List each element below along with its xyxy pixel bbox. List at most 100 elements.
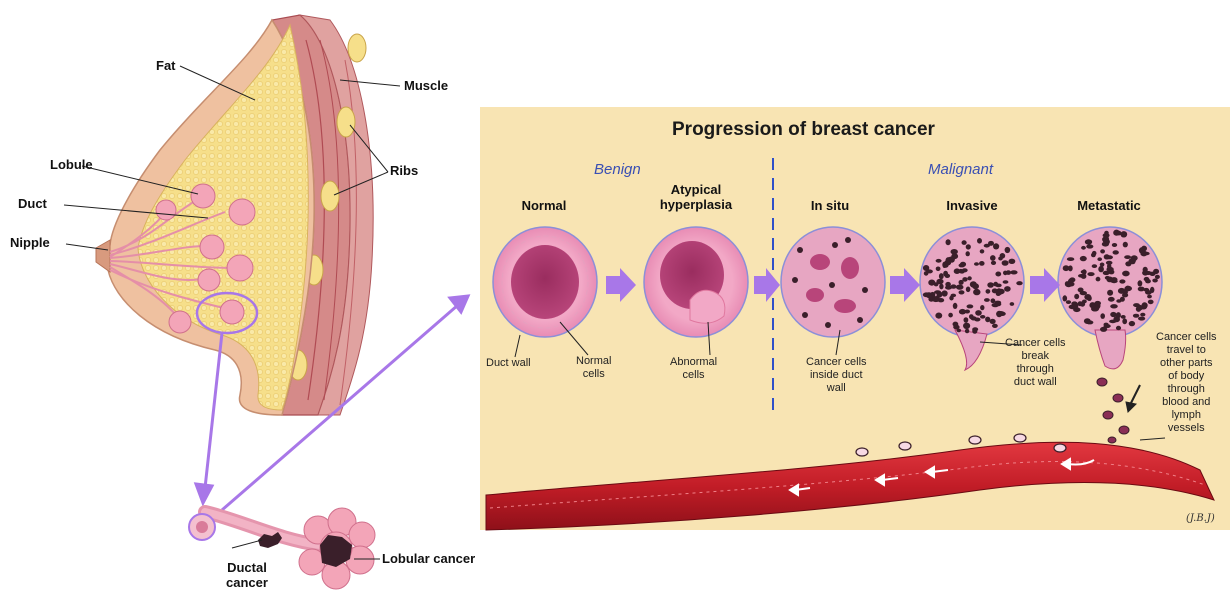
cancer-cell [1104, 324, 1111, 328]
rib-3 [321, 181, 339, 211]
cancer-cell [1086, 244, 1093, 248]
cancer-cell [928, 280, 935, 286]
cancer-cell [1081, 246, 1086, 250]
cancer-cell [1069, 305, 1077, 310]
cancer-cell [1122, 318, 1127, 324]
cancer-cell [1112, 243, 1117, 247]
cancer-cell [993, 243, 999, 249]
cancer-cell [1063, 295, 1068, 301]
lobule-5 [198, 269, 220, 291]
caption-duct-wall: Duct wall [486, 357, 531, 370]
cancer-cell [1085, 239, 1092, 244]
cancer-cell [1104, 231, 1109, 235]
cancer-cell [1003, 280, 1009, 284]
caption-abnormal-cells: Abnormal cells [670, 356, 717, 382]
cancer-cell [979, 261, 985, 266]
lobule-6 [169, 311, 191, 333]
stage-title-atypical: Atypical hyperplasia [636, 182, 756, 212]
cancer-cell [1081, 270, 1087, 274]
cancer-cell [939, 284, 943, 290]
label-lobular-cancer: Lobular cancer [382, 551, 475, 566]
duct-in-situ [781, 227, 885, 337]
cancer-cell [1010, 270, 1017, 274]
stage-title-in-situ: In situ [770, 198, 890, 213]
cancer-cell [1122, 271, 1130, 277]
cancer-cell [959, 309, 966, 315]
cancer-cell [1124, 255, 1131, 259]
cancer-cell [1000, 253, 1006, 259]
cancer-cell [967, 304, 974, 308]
cancer-cell [1080, 256, 1087, 261]
label-nipple: Nipple [10, 235, 50, 250]
cancer-cell [990, 255, 996, 261]
duct-normal [493, 227, 597, 337]
cancer-cell [1117, 231, 1122, 236]
cancer-cell [962, 240, 967, 245]
cancer-cell [949, 296, 953, 301]
lobule-1 [191, 184, 215, 208]
cancer-cell [1147, 295, 1152, 299]
cancer-cell [984, 244, 990, 248]
cancer-cell [974, 318, 980, 322]
cancer-cell [1104, 235, 1108, 240]
rib-1 [348, 34, 366, 62]
cancer-cell [996, 311, 1002, 317]
duct-atypical-hyperplasia [644, 227, 748, 337]
cancer-cell [969, 314, 974, 319]
cancer-cell [1092, 264, 1097, 268]
label-muscle: Muscle [404, 78, 448, 93]
cancer-cell [924, 271, 929, 276]
cancer-cell [937, 292, 941, 298]
cancer-cell [974, 262, 979, 266]
cancer-cell [1110, 312, 1116, 317]
cancer-cell [1002, 260, 1009, 266]
caption-cancer-travel: Cancer cells travel to other parts of bo… [1156, 331, 1217, 435]
cancer-cell [1133, 314, 1139, 318]
cancer-cell [1120, 231, 1127, 237]
cancer-cell [953, 322, 959, 327]
cancer-cell [1009, 259, 1016, 264]
cancer-cell [1155, 275, 1160, 279]
cancer-cell [972, 283, 979, 289]
cancer-cell [966, 244, 971, 249]
artist-signature: (J.B.J) [1186, 513, 1215, 524]
cancer-cell [1140, 251, 1147, 257]
caption-cancer-break: Cancer cells break through duct wall [1005, 337, 1066, 389]
cancer-cell [942, 290, 948, 296]
cancer-cell [946, 239, 951, 245]
cancer-cell [995, 272, 1001, 277]
cancer-cell [1094, 301, 1101, 306]
cancer-cell [936, 259, 942, 263]
cancer-cell [992, 288, 998, 293]
cancer-cell [1092, 251, 1097, 256]
cancer-cell [1123, 242, 1128, 248]
cancer-cell [1148, 300, 1154, 305]
lobule-3 [200, 235, 224, 259]
cancer-cell [1080, 301, 1085, 306]
cancer-cell [1116, 326, 1121, 330]
cancer-cell [935, 313, 942, 319]
label-fat: Fat [156, 58, 176, 73]
cancer-cell [1107, 290, 1113, 296]
cancer-cell [1116, 312, 1121, 318]
cancer-cell [1140, 313, 1145, 317]
breast-anatomy [64, 15, 400, 415]
cancer-cell [1113, 250, 1119, 254]
cancer-cell [1098, 266, 1104, 272]
cancer-cell [959, 263, 966, 267]
cancer-cell [1010, 302, 1015, 306]
cancer-cell [939, 273, 944, 279]
cancer-cell [975, 310, 982, 316]
cancer-cell [1120, 297, 1125, 302]
cancer-cell [967, 276, 971, 280]
cancer-cell [953, 303, 958, 309]
cancer-cell [948, 257, 955, 261]
cancer-cell [1119, 279, 1125, 283]
cancer-cell [923, 265, 929, 271]
cancer-cell [1097, 257, 1102, 261]
nipple [96, 240, 110, 272]
cancer-cell [954, 268, 961, 274]
cancer-cell [1153, 269, 1159, 274]
cancer-cell [936, 279, 943, 285]
